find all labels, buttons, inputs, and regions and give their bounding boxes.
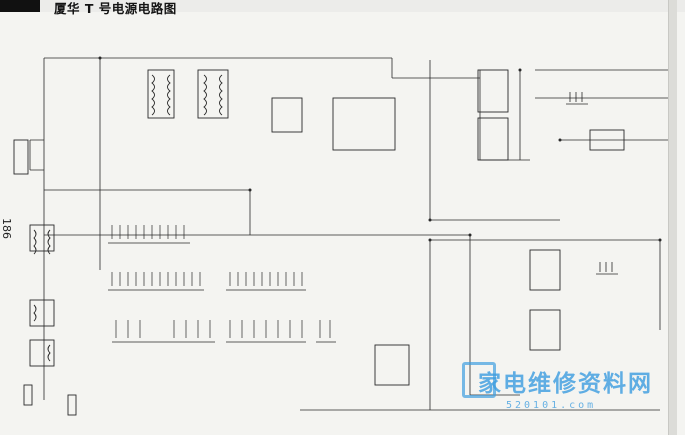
watermark-logo bbox=[462, 362, 496, 398]
pwm-controller-ic bbox=[271, 97, 303, 133]
input-transformer-2 bbox=[197, 69, 229, 119]
output-rail-wire bbox=[535, 69, 668, 141]
capacitor-array-row-2 bbox=[108, 272, 306, 291]
pfc-controller-ic bbox=[332, 97, 396, 151]
watermark-site-name: 家电维修资料网 bbox=[478, 371, 653, 397]
input-transformer-1 bbox=[147, 69, 175, 119]
top-bus-wire bbox=[43, 57, 393, 400]
junction-dots bbox=[98, 56, 662, 242]
output-capacitors bbox=[566, 92, 618, 275]
mid-bus-wire bbox=[44, 189, 471, 395]
capacitor-array-row-1 bbox=[108, 225, 190, 244]
left-ac-input-wire bbox=[29, 139, 44, 171]
page-title: 厦华 T 号电源电路图 bbox=[54, 1, 177, 16]
ac-connector bbox=[13, 139, 29, 175]
right-vertical-wire bbox=[429, 60, 560, 221]
top-margin-band bbox=[0, 0, 685, 12]
standby-transformer-2 bbox=[529, 309, 561, 351]
main-transformer-upper bbox=[477, 69, 509, 113]
corner-block bbox=[0, 0, 40, 12]
standby-transformer bbox=[529, 249, 561, 291]
fuse-2 bbox=[67, 394, 77, 416]
right-bus-wire bbox=[392, 70, 530, 161]
regulator-ic bbox=[589, 129, 625, 151]
fuse bbox=[23, 384, 33, 406]
page-edge-bar bbox=[668, 0, 677, 435]
capacitor-array-row-3 bbox=[112, 320, 336, 343]
line-filter-coil-3 bbox=[29, 339, 55, 367]
watermark-url: 520101.com bbox=[506, 400, 597, 411]
main-transformer-lower bbox=[477, 117, 509, 161]
line-filter-coil-2 bbox=[29, 299, 55, 327]
lower-right-wire bbox=[429, 239, 661, 410]
line-filter-coil-1 bbox=[29, 224, 55, 252]
standby-controller-ic bbox=[374, 344, 410, 386]
